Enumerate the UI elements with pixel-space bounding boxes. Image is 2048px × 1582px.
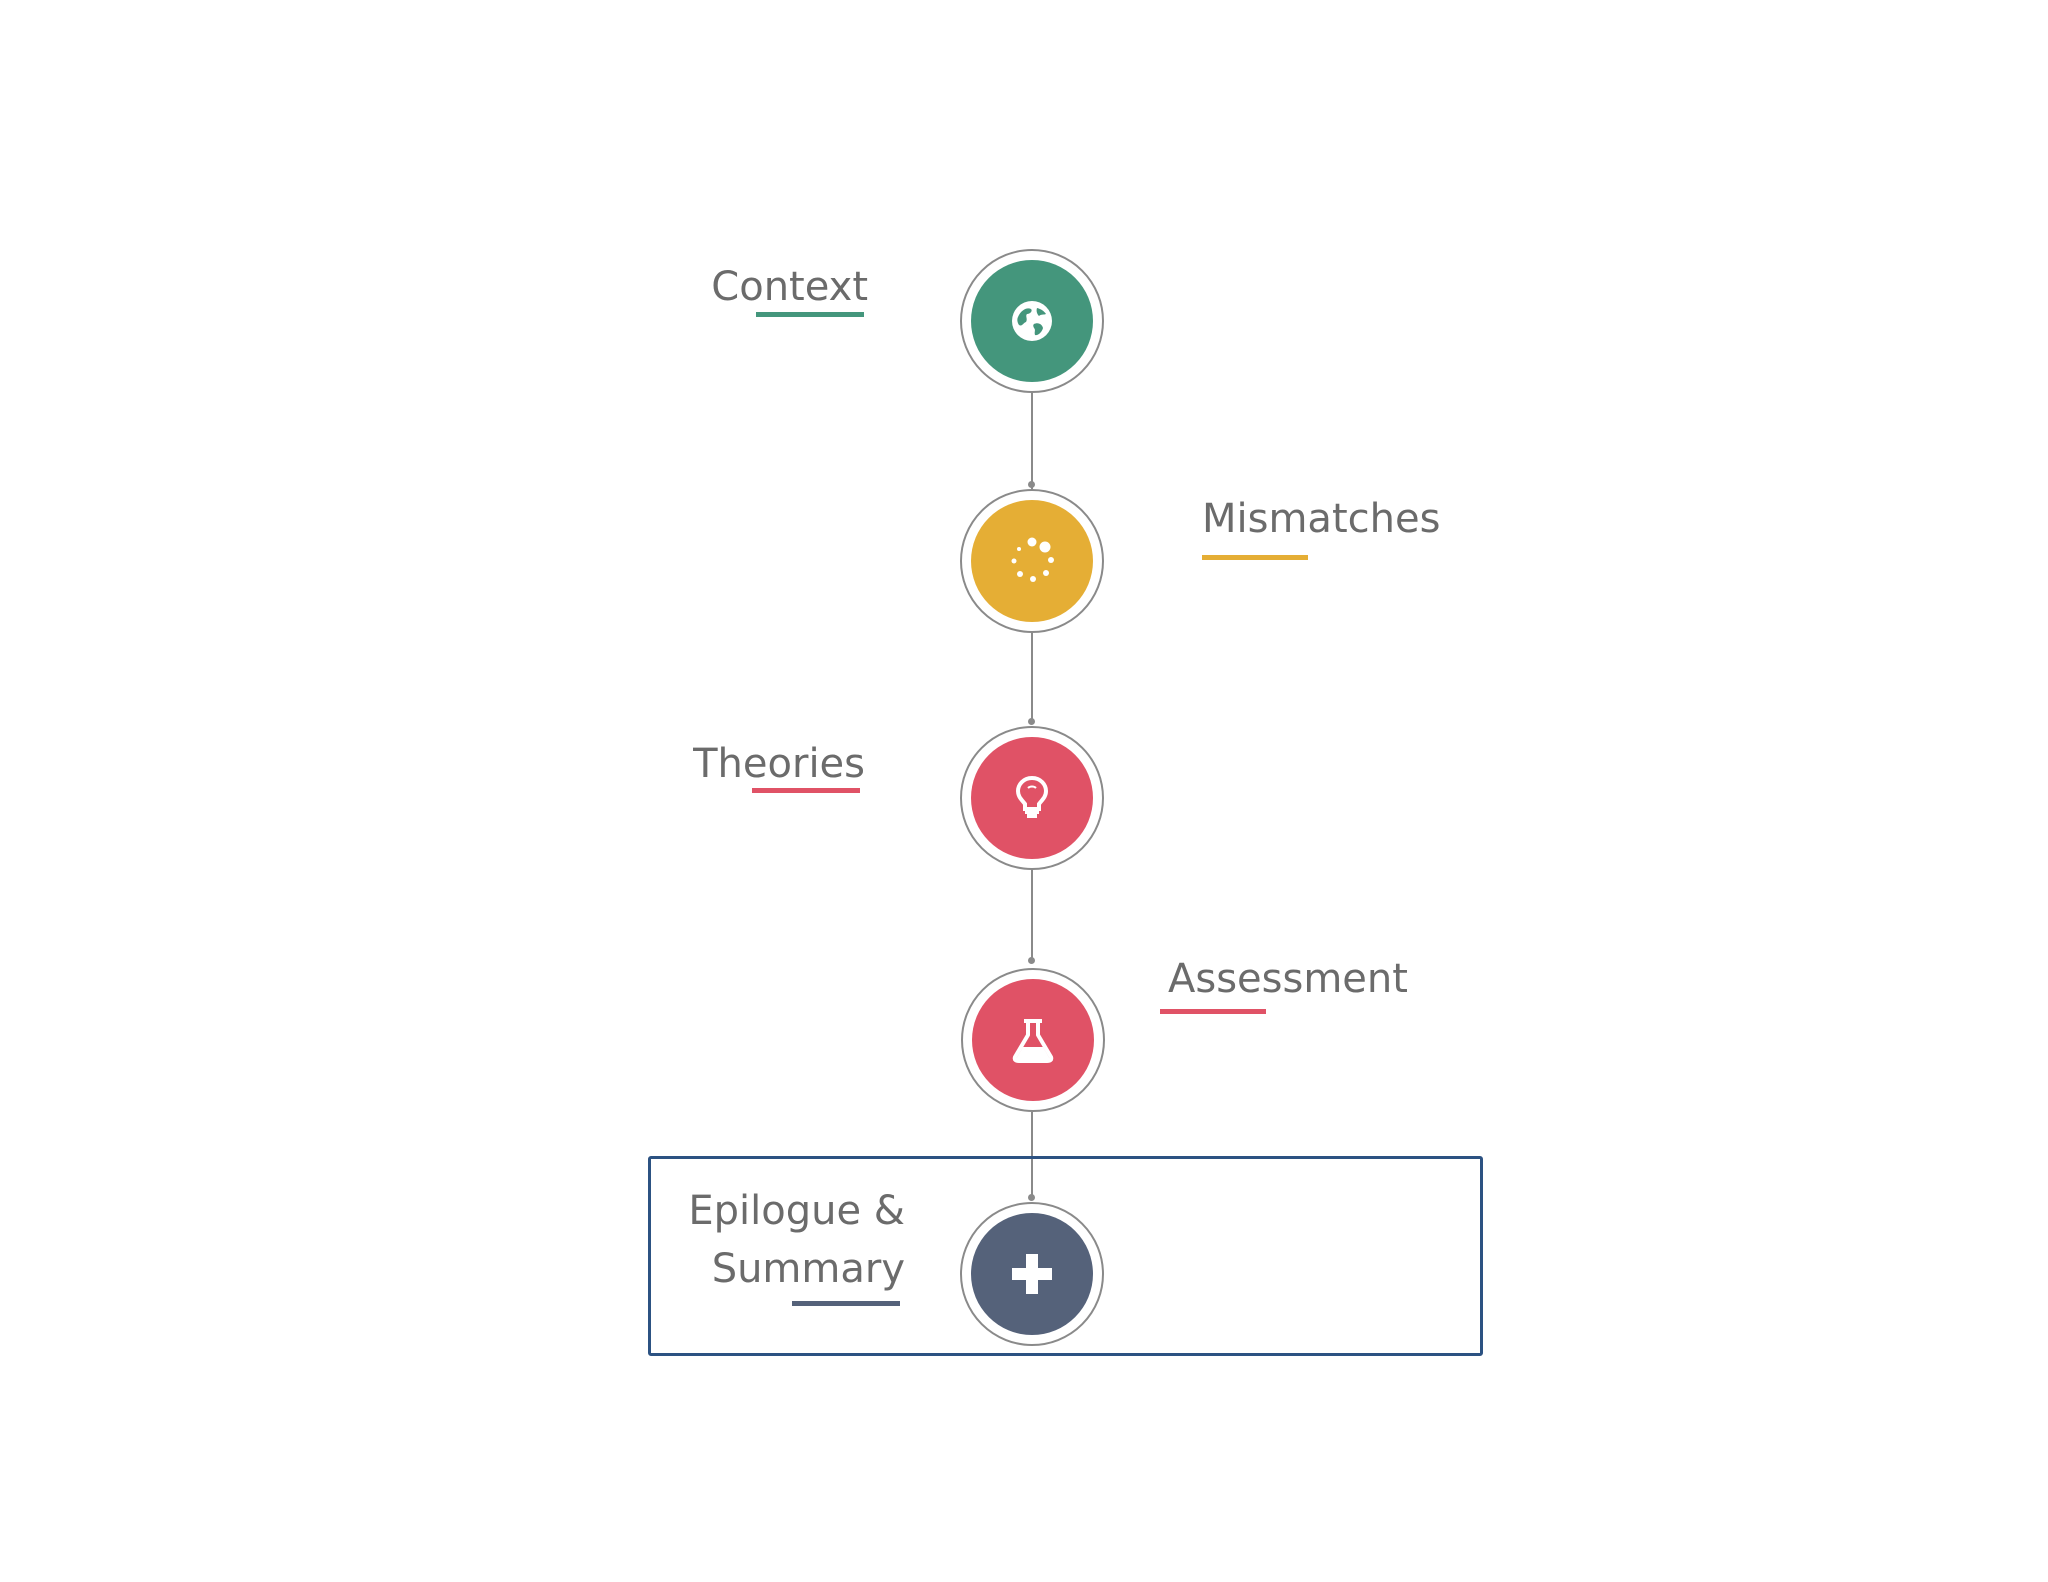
step-node-context[interactable] <box>960 249 1104 393</box>
step-circle-assessment <box>972 979 1094 1101</box>
lightbulb-icon <box>1012 774 1052 822</box>
loading-spinner-icon <box>1006 535 1058 587</box>
step-underline-theories <box>752 788 860 793</box>
connector-line-2 <box>1031 633 1033 722</box>
step-underline-mismatches <box>1202 555 1308 560</box>
step-circle-mismatches <box>971 500 1093 622</box>
step-label-assessment[interactable]: Assessment <box>1168 956 1408 1002</box>
step-underline-epilogue <box>792 1301 900 1306</box>
step-label-epilogue-line1[interactable]: Epilogue & <box>688 1188 905 1234</box>
selected-step-frame[interactable] <box>648 1156 1483 1356</box>
step-label-epilogue-line2[interactable]: Summary <box>711 1246 905 1292</box>
step-node-mismatches[interactable] <box>960 489 1104 633</box>
step-label-theories[interactable]: Theories <box>693 741 865 787</box>
connector-line-3 <box>1031 870 1033 960</box>
step-circle-context <box>971 260 1093 382</box>
connector-dot-3 <box>1028 957 1035 964</box>
plus-icon <box>1009 1251 1055 1297</box>
connector-dot-2 <box>1028 718 1035 725</box>
connector-dot-1 <box>1028 481 1035 488</box>
step-label-context[interactable]: Context <box>711 264 868 310</box>
step-circle-theories <box>971 737 1093 859</box>
connector-dot-4 <box>1028 1194 1035 1201</box>
flask-icon <box>1011 1017 1055 1063</box>
globe-icon <box>1008 297 1056 345</box>
connector-line-1 <box>1031 393 1033 489</box>
step-underline-context <box>756 312 864 317</box>
step-node-theories[interactable] <box>960 726 1104 870</box>
step-node-assessment[interactable] <box>961 968 1105 1112</box>
step-circle-epilogue <box>971 1213 1093 1335</box>
step-label-mismatches[interactable]: Mismatches <box>1202 496 1441 542</box>
connector-line-4 <box>1031 1112 1033 1198</box>
step-node-epilogue[interactable] <box>960 1202 1104 1346</box>
step-underline-assessment <box>1160 1009 1266 1014</box>
